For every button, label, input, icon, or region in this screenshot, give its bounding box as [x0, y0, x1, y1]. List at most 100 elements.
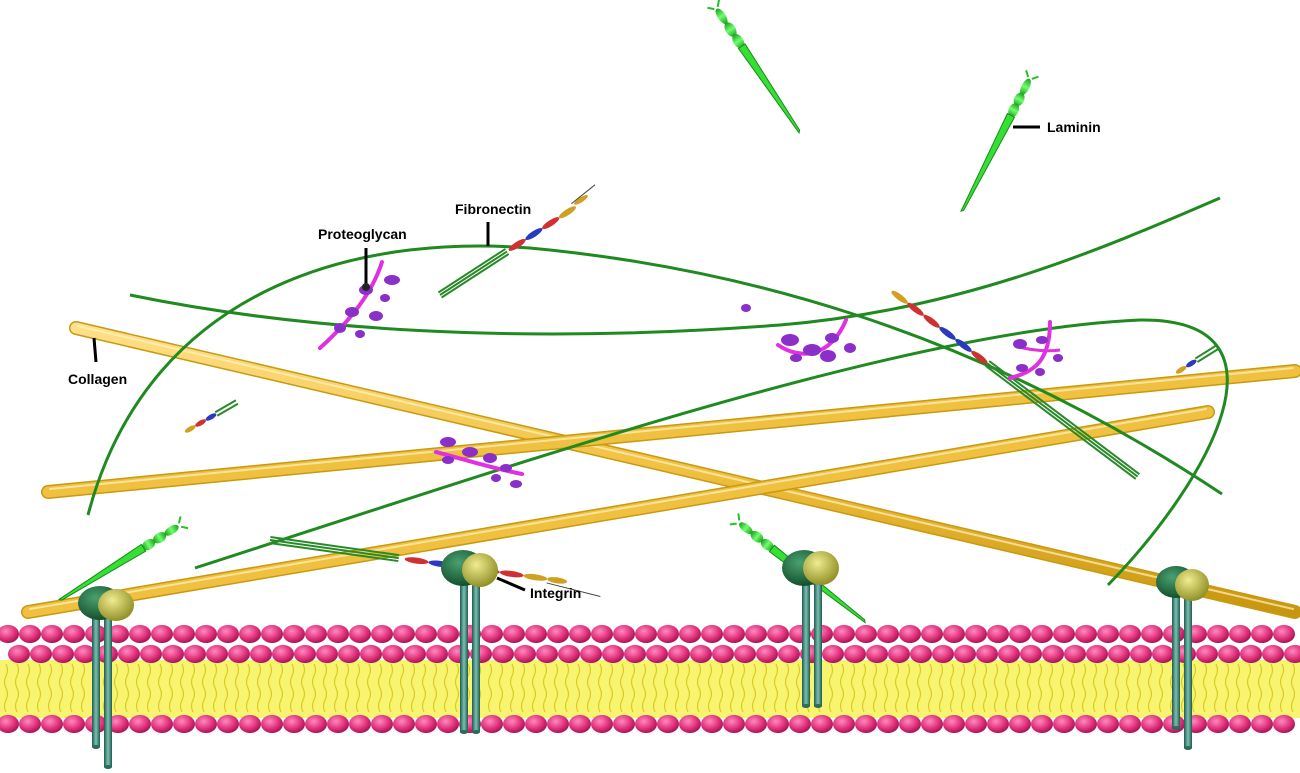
lipid-head	[63, 625, 85, 643]
lipid-head	[107, 715, 129, 733]
lipid-head	[206, 645, 228, 663]
lipid-head	[558, 645, 580, 663]
lipid-head	[195, 625, 217, 643]
lipid-tail	[663, 663, 669, 713]
lipid-heads-inner	[0, 715, 1295, 733]
lipid-head	[294, 645, 316, 663]
lipid-head	[602, 645, 624, 663]
lipid-head	[1020, 645, 1042, 663]
lipid-tail	[3, 663, 9, 713]
labels: Laminin Fibronectin Proteoglycan Collage…	[68, 119, 1101, 601]
lipid-head	[635, 625, 657, 643]
lipid-head	[151, 625, 173, 643]
lipid-head	[316, 645, 338, 663]
lipid-head	[921, 715, 943, 733]
lipid-head	[1031, 625, 1053, 643]
lipid-tail	[696, 663, 702, 713]
lipid-tail	[575, 663, 581, 713]
lipid-tail	[542, 663, 548, 713]
lipid-tail	[1125, 663, 1131, 713]
lipid-tail	[58, 663, 64, 713]
lipid-tail	[1235, 663, 1241, 713]
lipid-head	[283, 715, 305, 733]
collagen-fibers	[21, 321, 1300, 619]
lipid-tail	[300, 663, 306, 713]
lipid-tail	[608, 663, 614, 713]
lipid-head	[569, 715, 591, 733]
lipid-head	[1009, 625, 1031, 643]
lipid-tail	[982, 663, 988, 713]
lipid-head	[1031, 715, 1053, 733]
lipid-tail	[861, 663, 867, 713]
laminin-molecule-icon	[707, 0, 801, 135]
lipid-head	[789, 715, 811, 733]
lipid-head	[107, 625, 129, 643]
lipid-head	[822, 645, 844, 663]
lipid-tail	[718, 663, 724, 713]
lipid-tail	[960, 663, 966, 713]
lipid-head	[1196, 645, 1218, 663]
lipid-head	[778, 645, 800, 663]
lipid-tail	[399, 663, 405, 713]
lipid-tail	[652, 663, 658, 713]
lipid-head	[481, 715, 503, 733]
lipid-head	[162, 645, 184, 663]
lipid-head	[767, 715, 789, 733]
lipid-tail	[179, 663, 185, 713]
lipid-tail	[872, 663, 878, 713]
lipid-tail	[355, 663, 361, 713]
lipid-tail	[1257, 663, 1263, 713]
lipid-tail	[1092, 663, 1098, 713]
lipid-head	[624, 645, 646, 663]
lipid-head	[987, 625, 1009, 643]
lipid-tail	[1070, 663, 1076, 713]
lipid-head	[1119, 715, 1141, 733]
lipid-tail	[69, 663, 75, 713]
lipid-head	[877, 715, 899, 733]
lipid-head	[668, 645, 690, 663]
lipid-tail	[1114, 663, 1120, 713]
lipid-head	[404, 645, 426, 663]
lipid-head	[1229, 715, 1251, 733]
lipid-head	[1042, 645, 1064, 663]
lipid-head	[877, 625, 899, 643]
lipid-tail	[113, 663, 119, 713]
lipid-tail	[1268, 663, 1274, 713]
lipid-tail	[223, 663, 229, 713]
lipid-tail	[421, 663, 427, 713]
lipid-tail	[432, 663, 438, 713]
lipid-tail	[289, 663, 295, 713]
lipid-head	[0, 715, 19, 733]
lipid-head	[492, 645, 514, 663]
lipid-head	[712, 645, 734, 663]
lipid-head	[1009, 715, 1031, 733]
lipid-head	[305, 715, 327, 733]
lipid-head	[1064, 645, 1086, 663]
cell-membrane	[0, 625, 1300, 733]
lipid-tail	[1158, 663, 1164, 713]
fiber-arc-left	[86, 244, 1223, 516]
lipid-tail	[564, 663, 570, 713]
lipid-head	[1130, 645, 1152, 663]
lipid-head	[360, 645, 382, 663]
lipid-head	[1141, 625, 1163, 643]
lipid-tail	[707, 663, 713, 713]
lipid-head	[1240, 645, 1262, 663]
lipid-head	[481, 625, 503, 643]
lipid-tail	[322, 663, 328, 713]
lipid-head	[426, 645, 448, 663]
lipid-tail	[993, 663, 999, 713]
lipid-tail	[1279, 663, 1285, 713]
lipid-head	[1097, 625, 1119, 643]
lipid-head	[514, 645, 536, 663]
lipid-head	[756, 645, 778, 663]
lipid-tail	[1136, 663, 1142, 713]
lipid-tail	[1202, 663, 1208, 713]
proteoglycan-icon	[1008, 320, 1063, 380]
lipid-tail	[157, 663, 163, 713]
lipid-head	[349, 715, 371, 733]
lipid-tail	[674, 663, 680, 713]
lipid-head	[393, 715, 415, 733]
fiber-long-top	[129, 196, 1221, 336]
leader-line-collagen	[92, 337, 98, 363]
